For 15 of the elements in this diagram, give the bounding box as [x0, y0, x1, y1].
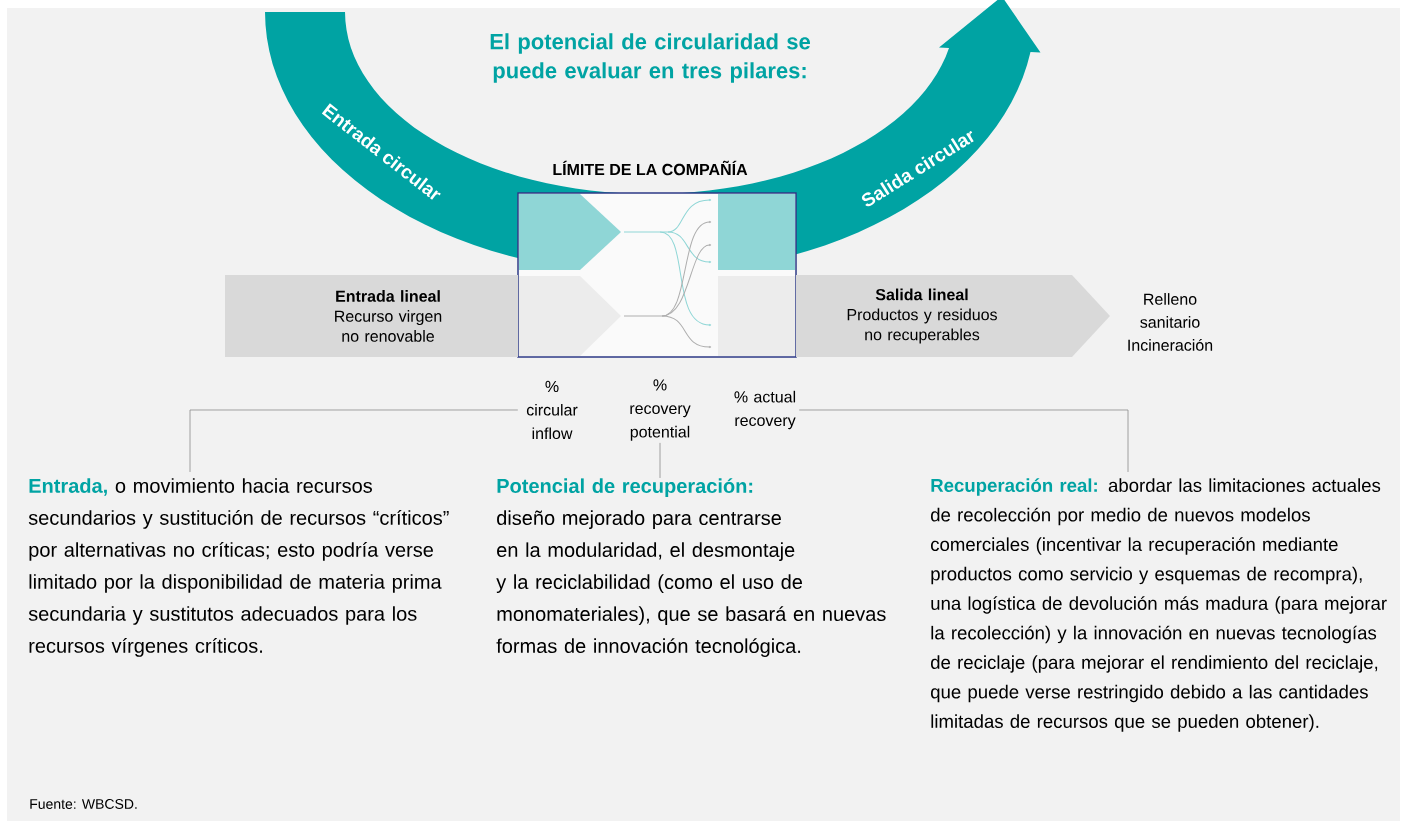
box-heading: LÍMITE DE LA COMPAÑÍA [553, 160, 748, 176]
disposal-label: Relleno sanitario Incineración [1128, 293, 1213, 351]
description-text: Entrada, o movimiento hacia recursos secundarios y sustitución de recursos “críticos” por alternativas no críticas; esto podría verse limitado por la disponibilidad de materia prima secundaria y sustitutos adecuados para los recursos vírgenes críticos. [28, 478, 449, 657]
title: El potencial de circularidad se puede evaluar en tres pilares: [490, 33, 811, 83]
input-label: Entrada lineal Recurso virgen no renovable [225, 275, 518, 357]
metric-label: % circular inflow [526, 380, 578, 440]
metric-label: % recovery potential [630, 379, 691, 441]
leader-line [798, 409, 1129, 473]
source-note: Fuente: WBCSD. [30, 799, 137, 809]
output-label: Salida lineal Productos y residuos no recuperables [796, 275, 1110, 357]
metric-label: % actual recovery [734, 390, 796, 430]
leader-line [189, 409, 519, 473]
leader-line [659, 442, 661, 479]
description-text: Potencial de recuperación: diseño mejorado para centrarse en la modularidad, el desmontaje y la reciclabilidad (como el uso de monomateriales), que se basará en nuevas formas de innovación tecnológica. [496, 478, 886, 657]
description-text: Recuperación real: abordar las limitaciones actuales de recolección por medio de nuevos modelos comerciales (incentivar la recuperación mediante productos como servicio y esquemas de recompra), una logística de devolución más madura (para mejorar la recolección) y la innovación en nuevas tecnologías de reciclaje (para mejorar el rendimiento del reciclaje, que puede verse restringido debido a las cantidades limitadas de recursos que se pueden obtener). [931, 478, 1387, 732]
